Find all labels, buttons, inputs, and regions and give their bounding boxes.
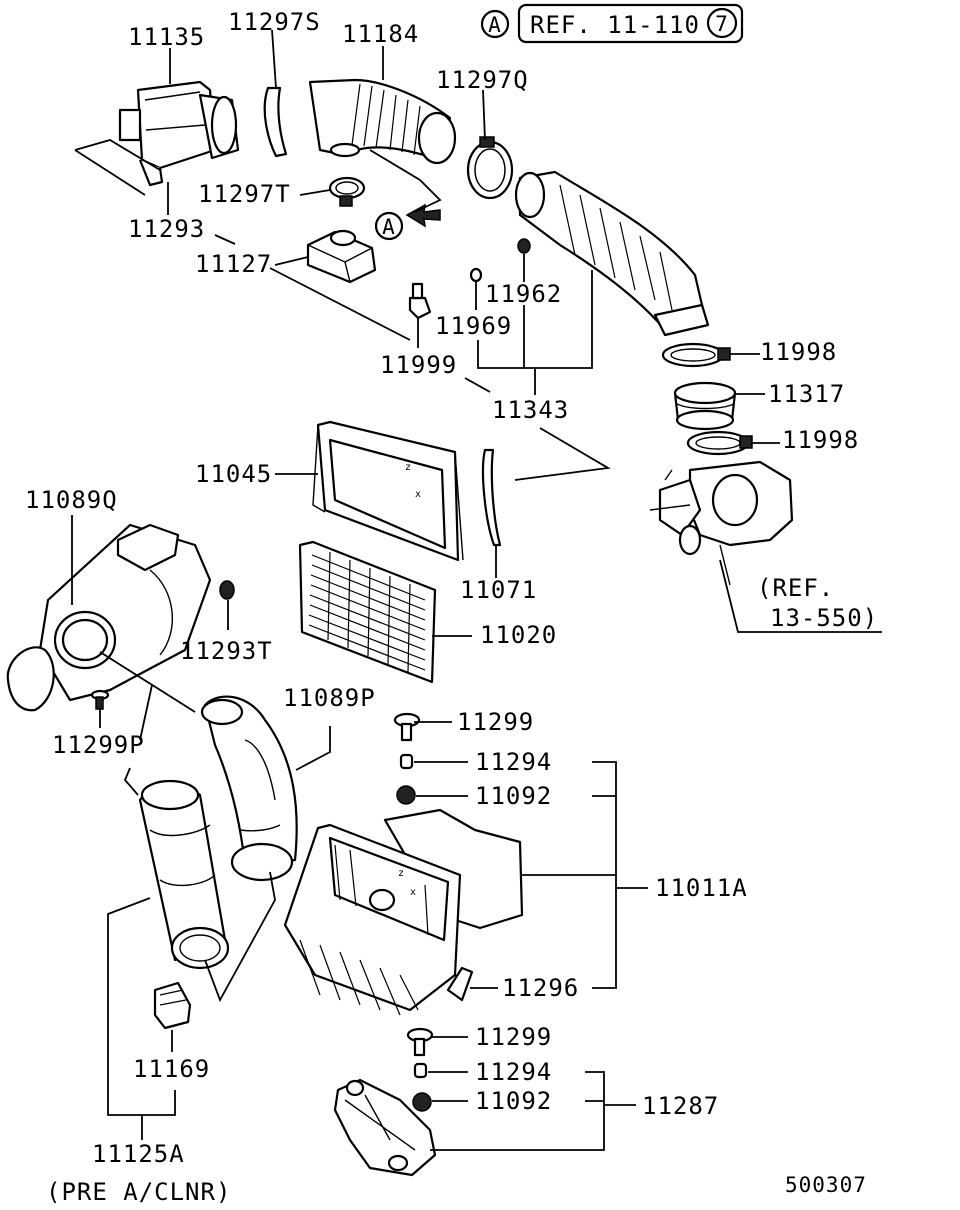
part-11135-air-flow-sensor — [118, 80, 240, 187]
part-11317-joint-hose — [673, 381, 737, 431]
part-throttle-body-ref — [649, 460, 794, 586]
ref-number: 7 — [715, 12, 729, 36]
part-11184-hose — [308, 78, 457, 165]
label-11092-lower: 11092 — [475, 1087, 552, 1115]
label-11169: 11169 — [133, 1055, 210, 1083]
part-11125A-pre-air-cleaner — [138, 779, 230, 970]
svg-text:z: z — [405, 462, 412, 473]
part-11293T-bolt — [219, 580, 235, 600]
part-11297Q-clamp — [466, 136, 514, 200]
ref-box — [517, 3, 744, 44]
label-11125A: 11125A — [92, 1140, 185, 1168]
svg-text:x: x — [410, 887, 417, 898]
label-11071: 11071 — [460, 576, 537, 604]
part-11294-collar-lower — [413, 1062, 428, 1079]
label-11299P: 11299P — [52, 731, 145, 759]
label-pre-air-cleaner: (PRE A/CLNR) — [46, 1178, 231, 1206]
svg-text:z: z — [398, 868, 405, 879]
ref-marker-circle — [480, 9, 510, 39]
label-11969: 11969 — [435, 312, 512, 340]
part-11020-filter-element — [298, 540, 437, 684]
part-11299-bolt-lower — [406, 1027, 434, 1057]
part-11045-air-cleaner-cover: z x — [312, 420, 464, 562]
label-11299-upper: 11299 — [457, 708, 534, 736]
label-ref-13-550-line2: 13-550) — [770, 604, 878, 632]
label-11998-lower: 11998 — [782, 426, 859, 454]
marker-a-circle — [374, 211, 404, 241]
part-labels: 11135 11297S 11184 11297Q 11297T 11293 1… — [25, 8, 878, 1206]
part-11962-grommet — [517, 238, 531, 254]
label-ref-13-550-line1: (REF. — [757, 574, 834, 602]
part-11169-bracket — [153, 981, 192, 1030]
label-11020: 11020 — [480, 621, 557, 649]
label-11045: 11045 — [195, 460, 272, 488]
label-11089P: 11089P — [283, 684, 376, 712]
svg-text:x: x — [415, 489, 422, 500]
ref-num-circle — [706, 7, 738, 39]
label-11293: 11293 — [128, 215, 205, 243]
part-11127-resonator — [306, 229, 377, 284]
label-11011A: 11011A — [655, 874, 748, 902]
marker-a-letter: A — [382, 215, 396, 239]
part-11297T-clamp — [328, 176, 366, 207]
label-11317: 11317 — [768, 380, 845, 408]
label-11092-upper: 11092 — [475, 782, 552, 810]
part-11071-seal — [481, 448, 502, 547]
part-11343-air-intake-duct — [514, 170, 710, 337]
part-11011A-air-cleaner-case: z x — [283, 808, 524, 1016]
part-11092-grommet-lower — [412, 1092, 432, 1112]
part-11998-clamp-lower — [686, 430, 753, 456]
label-11299-lower: 11299 — [475, 1023, 552, 1051]
label-11135: 11135 — [128, 23, 205, 51]
ref-text: REF. 11-110 — [530, 11, 700, 39]
header-reference: A REF. 11-110 7 — [480, 3, 744, 44]
label-11297Q: 11297Q — [436, 66, 529, 94]
part-11998-clamp-upper — [661, 342, 731, 368]
marker-a-arrow: A — [374, 203, 441, 241]
label-11287: 11287 — [642, 1092, 719, 1120]
part-11969-clip — [469, 267, 483, 283]
diagram-id: 500307 — [785, 1173, 867, 1197]
part-11999-bolt — [408, 282, 432, 320]
part-11287-mounting-bracket — [333, 1078, 437, 1177]
part-11294-collar-upper — [399, 753, 414, 770]
part-11092-grommet-upper — [396, 785, 416, 805]
label-11962: 11962 — [485, 280, 562, 308]
label-11089Q: 11089Q — [25, 486, 118, 514]
label-11294-upper: 11294 — [475, 748, 552, 776]
label-11999: 11999 — [380, 351, 457, 379]
label-11297S: 11297S — [228, 8, 321, 36]
part-11299P-screw — [90, 689, 110, 710]
part-11089P-duct — [200, 695, 298, 882]
label-11127: 11127 — [195, 250, 272, 278]
part-11296-latch — [446, 966, 474, 1002]
part-11089Q-air-intake — [6, 523, 212, 712]
label-11343: 11343 — [492, 396, 569, 424]
label-11297T: 11297T — [198, 180, 291, 208]
ref-marker-letter: A — [488, 13, 502, 37]
label-11294-lower: 11294 — [475, 1058, 552, 1086]
label-11293T: 11293T — [180, 637, 273, 665]
leader-lines — [71, 29, 882, 1151]
part-11299-bolt-upper — [393, 712, 421, 742]
label-11998-upper: 11998 — [760, 338, 837, 366]
part-11297S-clamp — [263, 86, 288, 158]
label-11184: 11184 — [342, 20, 419, 48]
label-11296: 11296 — [502, 974, 579, 1002]
